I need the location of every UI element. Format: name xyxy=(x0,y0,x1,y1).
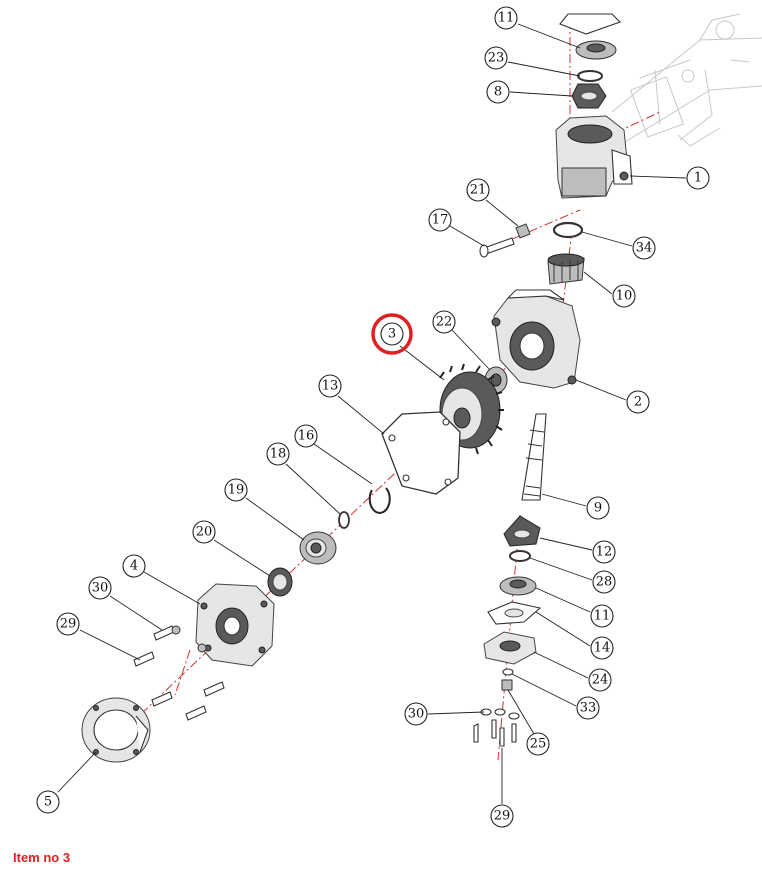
svg-text:28: 28 xyxy=(596,575,613,590)
svg-text:18: 18 xyxy=(270,447,287,462)
part-8-pinion-gear xyxy=(571,83,607,109)
callout-30-bottom: 30 xyxy=(404,702,485,726)
part-14-bottom-gasket xyxy=(487,601,542,625)
callout-22: 24 xyxy=(533,651,612,692)
svg-text:21: 21 xyxy=(470,183,487,198)
highlight-ring xyxy=(371,313,413,355)
flange-bolts-left xyxy=(133,625,225,721)
callout-11-top: 11 xyxy=(494,6,581,49)
callout-2: 2 xyxy=(575,379,650,414)
part-2-gear-housing xyxy=(491,289,581,389)
callout-20: 20 xyxy=(192,520,271,577)
callout-25: 25 xyxy=(507,689,550,756)
part-22-bottom-cover xyxy=(483,631,537,665)
callout-23: 22 xyxy=(432,310,491,371)
svg-text:3: 3 xyxy=(388,327,396,342)
svg-text:8: 8 xyxy=(494,85,502,100)
part-9-splined-shaft xyxy=(521,413,547,501)
part-5-end-cover xyxy=(81,697,151,763)
callout-28: 28 xyxy=(529,557,616,594)
part-18-ring xyxy=(338,511,350,529)
exploded-parts-diagram: 11 23 8 1 21 17 34 10 22 xyxy=(36,6,762,828)
part-17-bolt xyxy=(479,237,515,258)
part-24-snap-ring xyxy=(577,70,603,82)
part-10-needle-bearing xyxy=(547,253,585,285)
part-34-seal-ring xyxy=(552,221,584,239)
callout-3: 3 xyxy=(371,313,445,381)
callout-33: 33 xyxy=(511,673,600,720)
callout-5: 5 xyxy=(36,751,97,814)
svg-text:17: 17 xyxy=(432,213,449,228)
part-19-bearing xyxy=(299,531,337,565)
callout-29-left: 29 xyxy=(56,612,141,661)
part-1-upper-housing xyxy=(555,115,633,199)
svg-text:29: 29 xyxy=(60,617,77,632)
callout-12: 12 xyxy=(539,537,616,564)
svg-text:29: 29 xyxy=(494,809,511,824)
bottom-bolts xyxy=(473,708,520,747)
svg-text:2: 2 xyxy=(634,395,642,410)
callout-19: 19 xyxy=(224,478,305,541)
callout-24: 23 xyxy=(484,46,581,77)
svg-text:25: 25 xyxy=(530,737,547,752)
item-caption: Item no 3 xyxy=(13,850,71,865)
callout-34: 34 xyxy=(581,231,656,260)
callout-13: 13 xyxy=(318,374,385,435)
callout-29-bottom: 29 xyxy=(490,748,514,828)
callout-8: 8 xyxy=(486,80,573,104)
callout-16: 16 xyxy=(294,424,373,485)
callout-18: 18 xyxy=(266,442,341,515)
part-11-bearing-top xyxy=(575,40,617,60)
callout-4: 4 xyxy=(122,554,201,605)
part-cover-plate-top xyxy=(559,13,622,35)
callout-1: 1 xyxy=(629,166,710,190)
part-12-bevel-gear-small xyxy=(503,515,541,547)
svg-text:33: 33 xyxy=(580,701,597,716)
svg-text:23: 23 xyxy=(488,51,505,66)
svg-text:14: 14 xyxy=(594,641,611,656)
part-11-bearing-bottom xyxy=(499,576,537,596)
part-33-washer xyxy=(502,668,514,676)
svg-text:13: 13 xyxy=(322,379,339,394)
callout-10: 10 xyxy=(583,271,636,308)
callout-14: 14 xyxy=(535,611,614,660)
callout-21: 21 xyxy=(466,178,519,227)
part-20-oil-seal xyxy=(267,567,293,597)
svg-text:16: 16 xyxy=(298,429,315,444)
svg-text:24: 24 xyxy=(592,673,609,688)
part-25-plug xyxy=(501,679,513,691)
svg-text:11: 11 xyxy=(594,609,611,624)
svg-text:19: 19 xyxy=(228,483,245,498)
svg-text:20: 20 xyxy=(196,525,213,540)
callout-9: 9 xyxy=(541,493,610,520)
svg-text:10: 10 xyxy=(616,289,633,304)
svg-text:1: 1 xyxy=(694,171,702,186)
svg-text:12: 12 xyxy=(596,545,613,560)
svg-text:30: 30 xyxy=(92,581,109,596)
part-21-nut xyxy=(515,223,531,239)
svg-text:9: 9 xyxy=(594,501,602,516)
ghost-boom-outline xyxy=(611,13,762,151)
part-13-gasket xyxy=(381,411,461,495)
svg-text:5: 5 xyxy=(44,795,52,810)
callout-17: 17 xyxy=(428,208,485,247)
callout-11-bottom: 11 xyxy=(535,587,614,628)
svg-text:4: 4 xyxy=(130,559,138,574)
callout-30-left: 30 xyxy=(88,576,163,631)
svg-text:30: 30 xyxy=(408,707,425,722)
svg-text:34: 34 xyxy=(636,241,653,256)
part-28-washer xyxy=(509,550,531,562)
svg-text:22: 22 xyxy=(436,315,453,330)
part-4-flange-housing xyxy=(195,583,275,667)
svg-text:11: 11 xyxy=(498,11,515,26)
part-16-circlip xyxy=(368,487,391,514)
